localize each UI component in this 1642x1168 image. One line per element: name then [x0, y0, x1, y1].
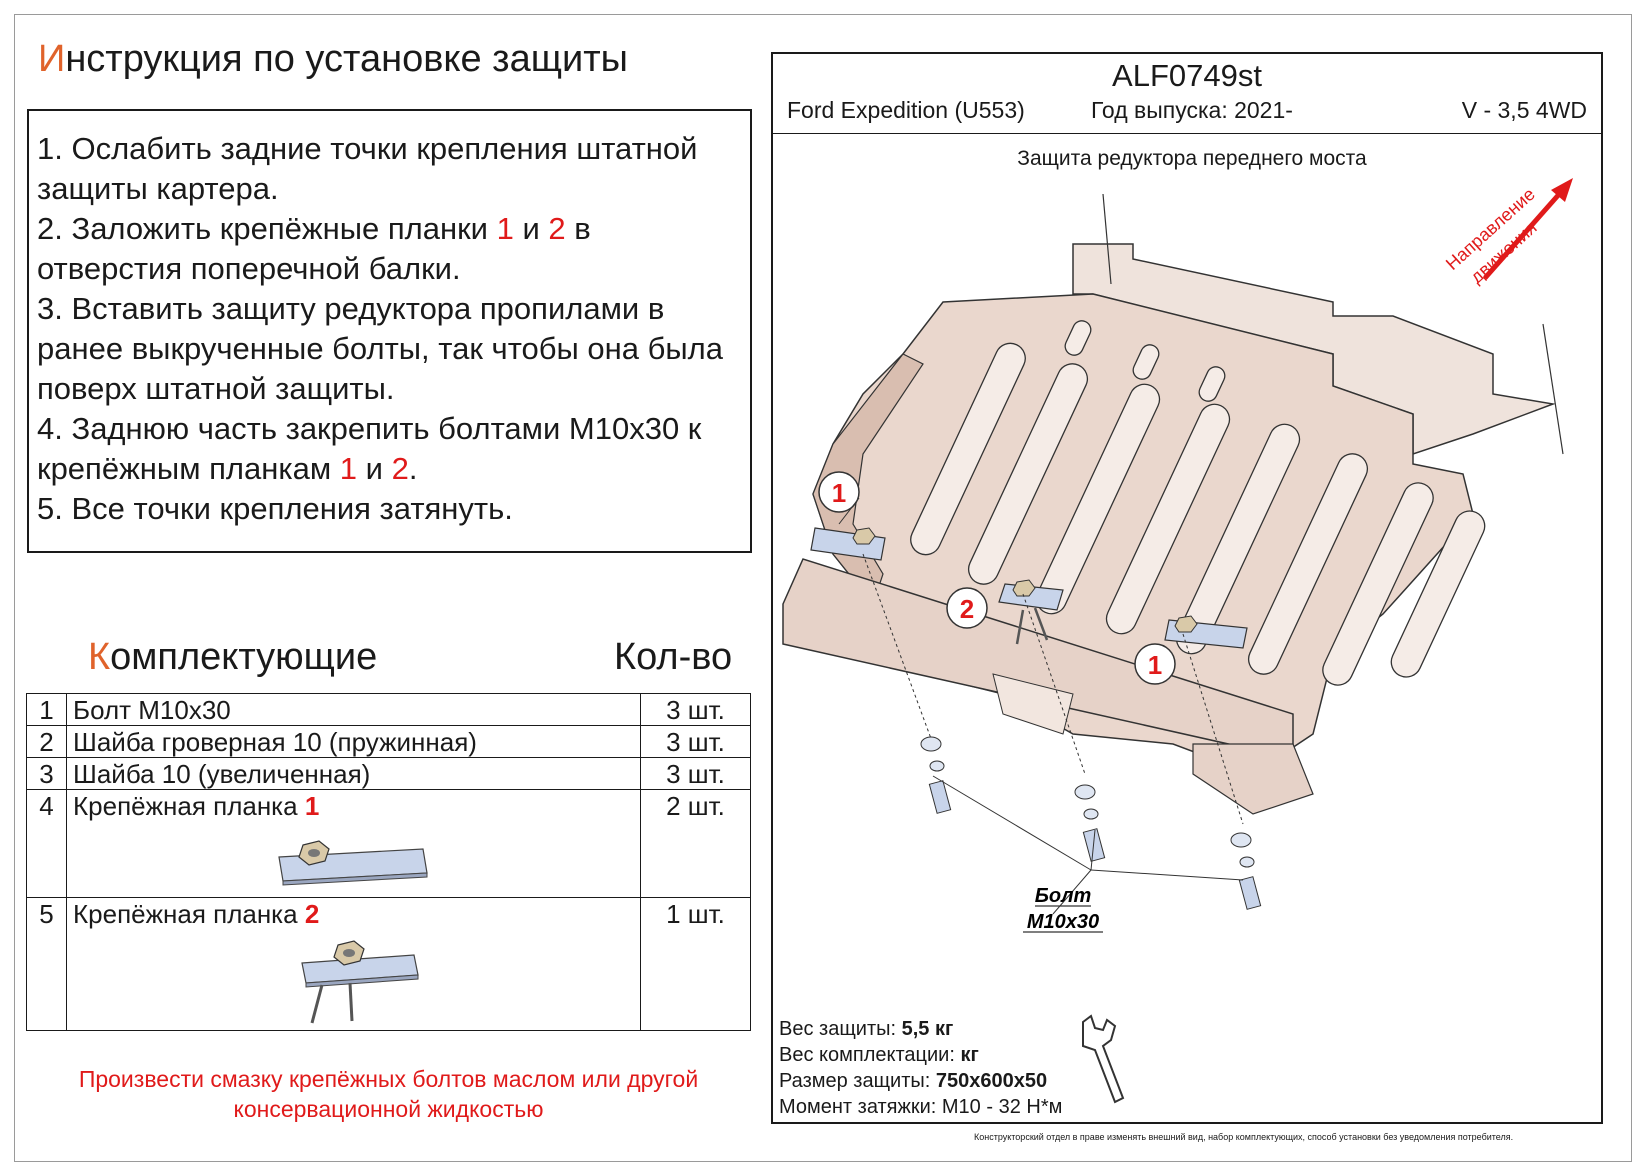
- lubrication-note: Произвести смазку крепёжных болтов масло…: [78, 1066, 699, 1122]
- part-tag: 2: [304, 899, 320, 929]
- skid-plate: [782, 243, 1556, 815]
- svg-text:2: 2: [960, 594, 974, 624]
- title-rest: нструкция по установке защиты: [65, 38, 628, 80]
- spec-size: Размер защиты: 750х600х50: [779, 1068, 1062, 1094]
- parts-heading: Комплектующие: [88, 636, 377, 679]
- step-2-text-end: в отверстия поперечной балки.: [37, 211, 591, 286]
- part-name: Крепёжная планка: [73, 899, 305, 929]
- model-code: ALF0749st: [1112, 58, 1262, 93]
- spec-kit-weight: Вес комплектации: кг: [779, 1042, 1062, 1068]
- page-title: Инструкция по установке защиты: [38, 38, 628, 81]
- page-border: [14, 14, 1632, 1162]
- bracket-1-left: [810, 527, 886, 561]
- step-4-ref-2: 2: [391, 451, 409, 486]
- spec-size-value: 750х600х50: [935, 1070, 1048, 1092]
- step-4-ref-1: 1: [339, 451, 358, 486]
- assembly-drawing: Направление движения: [782, 178, 1573, 933]
- row-number: 4: [26, 789, 67, 898]
- wrench-icon: [1082, 1014, 1125, 1104]
- title-initial: И: [38, 38, 66, 80]
- step-2-ref-1: 1: [496, 211, 514, 246]
- step-2-text: 2. Заложить крепёжные планки: [37, 211, 497, 246]
- row-number: 3: [26, 757, 67, 790]
- parts-heading-rest: омплектующие: [110, 636, 378, 678]
- row-number: 1: [26, 693, 67, 726]
- spec-size-label: Размер защиты:: [779, 1070, 936, 1092]
- quantity-heading: Кол-во: [614, 636, 733, 678]
- part-quantity: 3 шт.: [640, 757, 751, 790]
- table-row: 2 Шайба гроверная 10 (пружинная) 3 шт.: [26, 725, 751, 758]
- table-row: 3 Шайба 10 (увеличенная) 3 шт.: [26, 757, 751, 790]
- part-name: Шайба 10 (увеличенная): [66, 757, 641, 790]
- spec-weight-label: Вес защиты:: [779, 1018, 902, 1040]
- step-4: 4. Заднюю часть закрепить болтами М10х30…: [37, 409, 742, 489]
- bolt-stack-1: [920, 736, 952, 814]
- table-row: 1 Болт М10х30 3 шт.: [26, 693, 751, 726]
- part-name: Болт М10х30: [66, 693, 641, 726]
- engine-spec: V - 3,5 4WD: [1461, 97, 1587, 123]
- spec-torque: Момент затяжки: М10 - 32 Н*м: [779, 1096, 1063, 1118]
- step-4-and: и: [357, 451, 392, 486]
- row-number: 2: [26, 725, 67, 758]
- step-2-ref-2: 2: [548, 211, 566, 246]
- bolt-label-line1: Болт: [1035, 885, 1092, 907]
- part-quantity: 1 шт.: [640, 897, 751, 1031]
- part-quantity: 2 шт.: [640, 789, 751, 898]
- table-row: 4 Крепёжная планка 1 2 шт.: [26, 789, 751, 898]
- part-tag: 1: [304, 791, 320, 821]
- row-number: 5: [26, 897, 67, 1031]
- bolt-stack-2: [1074, 784, 1106, 862]
- svg-text:1: 1: [832, 478, 846, 508]
- step-4-text-end: .: [408, 451, 418, 486]
- svg-text:1: 1: [1148, 650, 1162, 680]
- step-5: 5. Все точки крепления затянуть.: [37, 491, 513, 526]
- callout-2: 2: [946, 587, 988, 629]
- bolt-stack-3: [1230, 832, 1262, 910]
- vehicle-model: Ford Expedition (U553): [787, 97, 1025, 123]
- drawing-panel: ALF0749st Ford Expedition (U553) Год вып…: [771, 52, 1603, 1124]
- spec-kit-label: Вес комплектации:: [779, 1044, 961, 1066]
- disclaimer: Конструкторский отдел в праве изменять в…: [974, 1132, 1514, 1142]
- product-header: ALF0749st Ford Expedition (U553) Год вып…: [773, 54, 1601, 134]
- nut-icon: [298, 840, 330, 866]
- step-3: 3. Вставить защиту редуктора пропилами в…: [37, 291, 724, 406]
- step-2-and: и: [513, 211, 549, 246]
- parts-table: 1 Болт М10х30 3 шт. 2 Шайба гроверная 10…: [26, 693, 751, 1031]
- nut-icon: [333, 940, 365, 966]
- bracket-1-illustration: [278, 840, 428, 886]
- bracket-2: [998, 579, 1064, 645]
- table-row: 5 Крепёжная планка 2 1 шт.: [26, 897, 751, 1031]
- model-year: Год выпуска: 2021-: [1091, 97, 1293, 123]
- instructions-box: 1. Ослабить задние точки крепления штатн…: [27, 109, 752, 553]
- spec-weight: Вес защиты: 5,5 кг: [779, 1016, 1062, 1042]
- step-2: 2. Заложить крепёжные планки 1 и 2 в отв…: [37, 209, 742, 289]
- specifications: Вес защиты: 5,5 кг Вес комплектации: кг …: [779, 1016, 1062, 1120]
- part-name-cell: Крепёжная планка 1: [66, 789, 641, 898]
- part-name: Шайба гроверная 10 (пружинная): [66, 725, 641, 758]
- direction-arrow-icon: [1483, 178, 1573, 280]
- callout-1-left: 1: [818, 471, 860, 513]
- step-1: 1. Ослабить задние точки крепления штатн…: [37, 131, 698, 206]
- parts-heading-initial: К: [88, 636, 111, 678]
- callout-1-right: 1: [1134, 643, 1176, 685]
- step-4-text: 4. Заднюю часть закрепить болтами М10х30…: [37, 411, 702, 486]
- part-quantity: 3 шт.: [640, 725, 751, 758]
- product-name: Защита редуктора переднего моста: [1017, 147, 1367, 170]
- part-quantity: 3 шт.: [640, 693, 751, 726]
- part-name: Крепёжная планка: [73, 791, 305, 821]
- spec-weight-value: 5,5 кг: [901, 1018, 954, 1040]
- part-name-cell: Крепёжная планка 2: [66, 897, 641, 1031]
- bracket-2-illustration: [301, 940, 419, 1024]
- spec-kit-value: кг: [960, 1044, 979, 1066]
- bolt-label-line2: М10х30: [1027, 911, 1099, 933]
